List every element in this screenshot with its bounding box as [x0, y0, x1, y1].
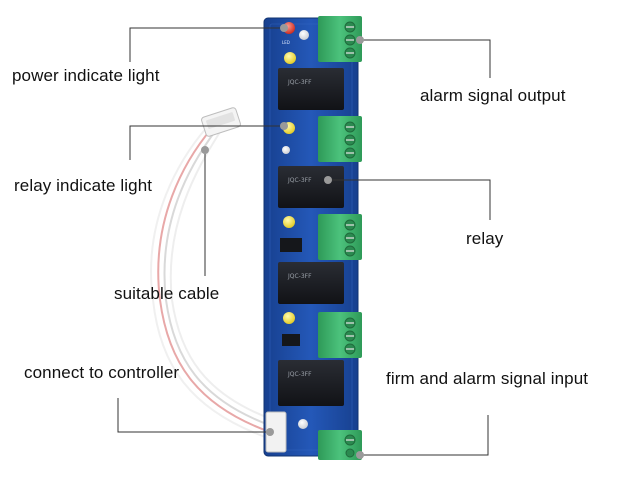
- label-alarm-signal-output: alarm signal output: [420, 86, 566, 105]
- relay-led-1-icon: [284, 52, 296, 64]
- leader-lines: [117, 27, 491, 456]
- label-power-indicate-light: power indicate light: [12, 66, 160, 85]
- chip-2: [282, 334, 300, 346]
- label-suitable-cable: suitable cable: [114, 284, 220, 303]
- svg-text:JQC-3FF: JQC-3FF: [287, 371, 312, 378]
- leader-alarm-output: [360, 39, 491, 78]
- label-relay-indicate-light: relay indicate light: [14, 176, 153, 195]
- led-white-icon: [299, 30, 309, 40]
- relay-led-3-icon: [283, 216, 295, 228]
- leader-power-light: [129, 27, 284, 62]
- leader-relay: [328, 179, 491, 220]
- label-relay: relay: [466, 229, 504, 248]
- relay-4: JQC-3FF: [278, 360, 344, 406]
- relay-1: JQC-3FF: [278, 68, 344, 110]
- cable-connector: [201, 107, 241, 137]
- relay-led-4-icon: [283, 312, 295, 324]
- relay-3: JQC-3FF: [278, 262, 344, 304]
- leader-controller: [117, 398, 270, 433]
- led-white-icon-3: [298, 419, 308, 429]
- leader-signal-input: [360, 415, 489, 456]
- svg-text:JQC-3FF: JQC-3FF: [287, 79, 312, 86]
- leader-relay-light: [129, 125, 284, 160]
- terminal-block-4: [318, 312, 362, 358]
- ribbon-cable: [150, 125, 275, 439]
- terminal-block-input: [318, 430, 362, 460]
- terminal-block-2: [318, 116, 362, 162]
- chip-1: [280, 238, 302, 252]
- label-connect-to-controller: connect to controller: [24, 363, 180, 382]
- terminal-block-1: [318, 16, 362, 62]
- svg-text:JQC-3FF: JQC-3FF: [287, 177, 312, 184]
- relay-2: JQC-3FF: [278, 166, 344, 208]
- terminal-block-3: [318, 214, 362, 260]
- leader-dots: [201, 24, 364, 459]
- svg-text:JQC-3FF: JQC-3FF: [287, 273, 312, 280]
- label-firm-and-alarm-signal-input: firm and alarm signal input: [386, 369, 589, 388]
- silk-led-label: LED: [282, 40, 290, 45]
- led-white-icon-2: [282, 146, 290, 154]
